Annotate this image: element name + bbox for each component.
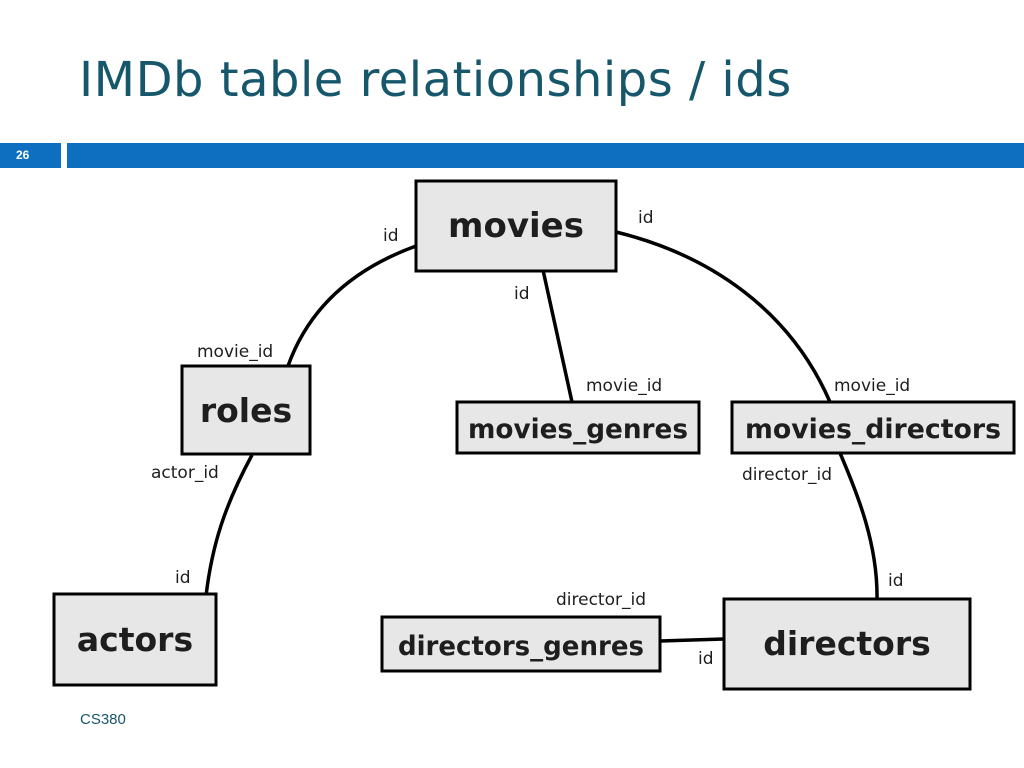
table-name-movies: movies xyxy=(448,206,584,246)
table-name-actors: actors xyxy=(77,620,193,659)
key-label-directors-left-id: id xyxy=(698,649,714,669)
key-label-roles-movie-id: movie_id xyxy=(197,342,273,362)
key-label-movies-right-id: id xyxy=(638,208,654,228)
key-label-movies-directors-director-id: director_id xyxy=(742,465,832,485)
key-label-movies-genres-movie-id: movie_id xyxy=(586,376,662,396)
table-directors: directors xyxy=(722,597,972,691)
header-bar xyxy=(67,143,1024,168)
table-movies: movies xyxy=(414,179,618,273)
table-name-movies-genres: movies_genres xyxy=(468,414,688,445)
key-label-directors-top-id: id xyxy=(888,571,904,591)
slide-title: IMDb table relationships / ids xyxy=(79,52,792,108)
connector-roles-actors xyxy=(204,454,254,597)
table-directors-genres: directors_genres xyxy=(380,615,662,673)
key-label-roles-actor-id: actor_id xyxy=(151,463,219,483)
table-roles: roles xyxy=(180,364,312,456)
key-label-movies-left-id: id xyxy=(383,226,399,246)
key-label-directors-genres-director-id: director_id xyxy=(556,590,646,610)
connector-movies-directors-directors xyxy=(838,452,879,601)
slide-number: 26 xyxy=(0,143,61,168)
table-name-directors: directors xyxy=(763,624,931,663)
connector-movies-roles xyxy=(286,244,417,367)
table-actors: actors xyxy=(52,592,218,687)
table-movies-directors: movies_directors xyxy=(730,400,1016,455)
key-label-actors-id: id xyxy=(175,568,191,588)
connector-movies-movies-directors xyxy=(615,230,832,403)
key-label-movies-bottom-id: id xyxy=(514,284,530,304)
table-name-movies-directors: movies_directors xyxy=(745,414,1001,445)
connector-movies-movies-genres xyxy=(541,269,574,403)
footer-course-label: CS380 xyxy=(80,711,126,728)
key-label-movies-directors-movie-id: movie_id xyxy=(834,376,910,396)
table-name-directors-genres: directors_genres xyxy=(398,631,644,662)
table-name-roles: roles xyxy=(200,391,292,430)
connector-directors-genres-directors xyxy=(659,637,725,643)
table-movies-genres: movies_genres xyxy=(455,400,701,455)
